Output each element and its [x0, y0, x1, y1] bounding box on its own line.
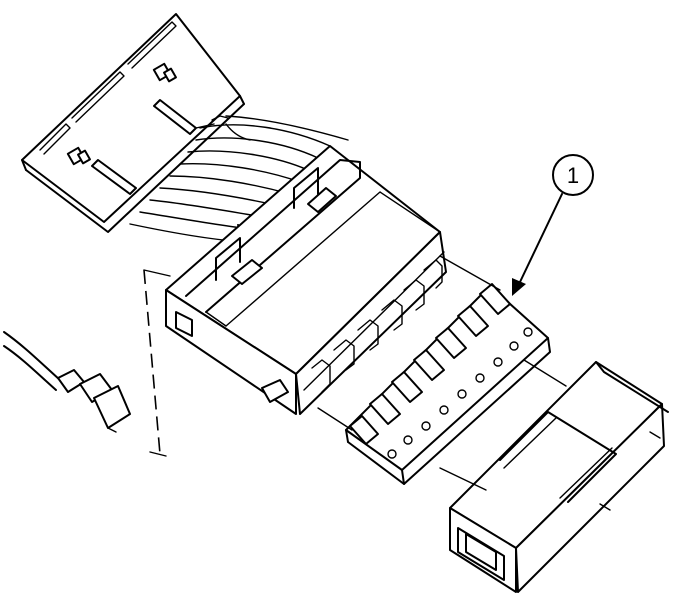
wire-terminal — [3, 331, 131, 433]
terminal-comb — [317, 255, 551, 485]
callout-arrowhead — [512, 278, 526, 296]
callout-1: 1 — [512, 154, 594, 296]
circuit-board — [21, 13, 245, 233]
connector-housing — [165, 145, 447, 415]
callout-1-label: 1 — [567, 163, 579, 188]
rear-cover — [439, 359, 669, 593]
